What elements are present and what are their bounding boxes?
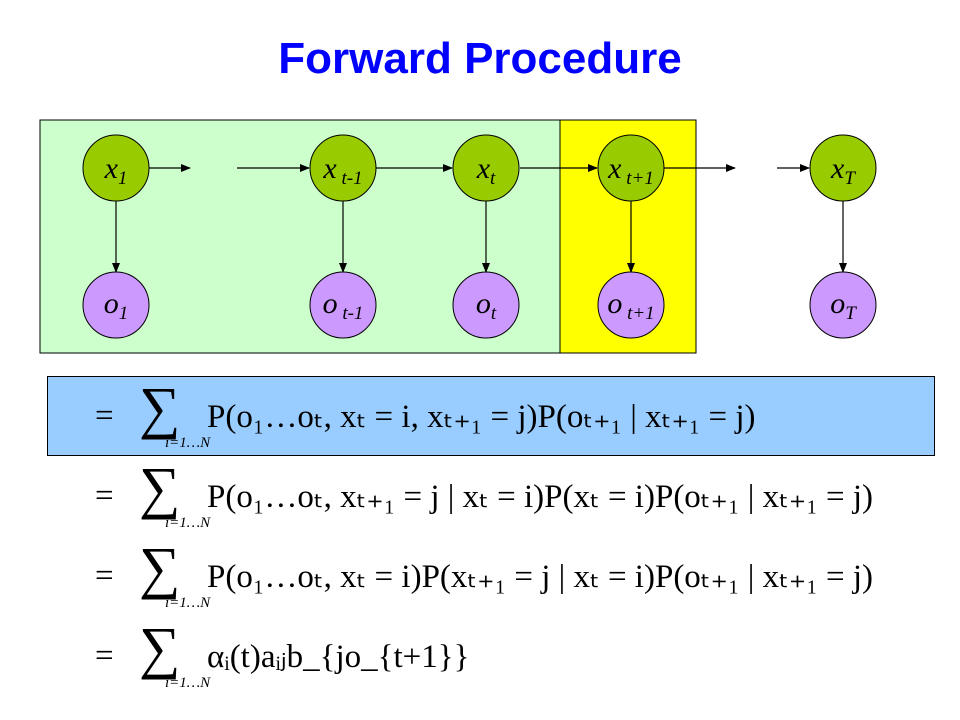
summation: ∑ i=1…N [135, 455, 210, 535]
sum-range: i=1…N [165, 515, 211, 531]
sigma-symbol: ∑ [139, 535, 181, 600]
equals-sign: = [95, 557, 114, 594]
equals-sign: = [95, 637, 114, 674]
sigma-symbol: ∑ [139, 375, 181, 440]
svg-text:xT: xT [830, 152, 856, 189]
svg-text:xt: xt [476, 152, 496, 189]
hidden-node-x1: x1 [82, 134, 150, 202]
svg-text:x1: x1 [104, 152, 128, 189]
summation: ∑ i=1…N [135, 375, 210, 455]
equation-expression: P(o₁…oₜ, xₜ = i, xₜ₊₁ = j)P(oₜ₊₁ | xₜ₊₁ … [207, 399, 756, 435]
sigma-symbol: ∑ [139, 455, 181, 520]
observed-node-ot1: o t+1 [597, 271, 665, 339]
sigma-symbol: ∑ [139, 615, 181, 680]
observed-node-o1: o1 [82, 271, 150, 339]
sum-range: i=1…N [165, 675, 211, 691]
svg-text:oT: oT [830, 287, 857, 324]
hidden-node-xt: xt [452, 134, 520, 202]
page-title: Forward Procedure [278, 34, 682, 83]
observed-node-ot-1: o t-1 [309, 271, 377, 339]
equation-line-4: = ∑ i=1…N αᵢ(t)aᵢⱼb_{jo_{t+1}} [95, 617, 469, 695]
svg-text:o t-1: o t-1 [323, 287, 364, 324]
hidden-node-xt1: x t+1 [597, 134, 665, 202]
equals-sign: = [95, 477, 114, 514]
equation-highlight-box [47, 376, 935, 456]
sum-range: i=1…N [165, 435, 211, 451]
equation-expression: αᵢ(t)aᵢⱼb_{jo_{t+1}} [207, 639, 470, 675]
hidden-node-xT: xT [809, 134, 877, 202]
equation-line-3: = ∑ i=1…N P(o₁…oₜ, xₜ = i)P(xₜ₊₁ = j | x… [95, 537, 873, 615]
svg-text:ot: ot [476, 287, 497, 324]
svg-text:x t-1: x t-1 [322, 152, 362, 189]
svg-text:x t+1: x t+1 [607, 152, 654, 189]
summation: ∑ i=1…N [135, 535, 210, 615]
hidden-node-xt-1: x t-1 [309, 134, 377, 202]
observed-node-ot: ot [452, 271, 520, 339]
svg-text:o1: o1 [104, 287, 129, 324]
summation: ∑ i=1…N [135, 615, 210, 695]
svg-text:o t+1: o t+1 [607, 287, 654, 324]
sum-range: i=1…N [165, 595, 211, 611]
equation-line-1: = ∑ i=1…N P(o₁…oₜ, xₜ = i, xₜ₊₁ = j)P(oₜ… [95, 377, 756, 455]
equation-line-2: = ∑ i=1…N P(o₁…oₜ, xₜ₊₁ = j | xₜ = i)P(x… [95, 457, 873, 535]
equals-sign: = [95, 397, 114, 434]
equation-expression: P(o₁…oₜ, xₜ = i)P(xₜ₊₁ = j | xₜ = i)P(oₜ… [207, 559, 873, 595]
equation-expression: P(o₁…oₜ, xₜ₊₁ = j | xₜ = i)P(xₜ = i)P(oₜ… [207, 479, 873, 515]
observed-node-oT: oT [809, 271, 877, 339]
